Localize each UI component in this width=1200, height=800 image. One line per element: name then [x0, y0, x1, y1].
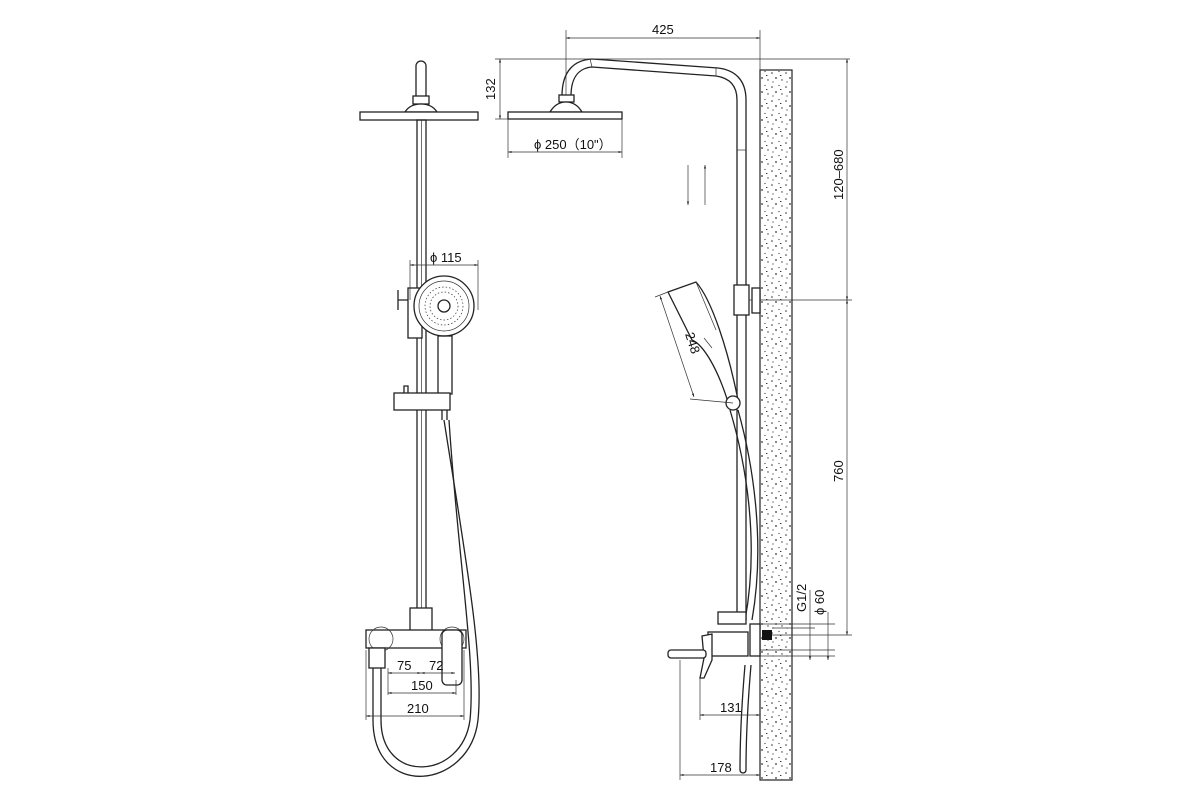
front-hand-shower-face [413, 275, 475, 337]
side-spout [667, 649, 707, 659]
dim-hand-shower-length: 248 [682, 330, 703, 355]
dim-72: 72 [429, 658, 443, 673]
wall-inlet [762, 630, 772, 640]
front-shower-arm [415, 60, 427, 98]
dim-head-diameter: ϕ 250（10"） [534, 137, 612, 152]
dim-hand-shower-diameter: ϕ 115 [430, 250, 462, 265]
front-swivel-nut [412, 95, 430, 105]
dim-adjust-range: 120–680 [831, 149, 846, 200]
front-hand-shower-handle [437, 335, 453, 395]
side-diverter [717, 611, 747, 625]
side-wall-bracket [751, 287, 761, 314]
dim-thread: G1/2 [794, 584, 809, 612]
front-hose [372, 419, 480, 777]
front-mixer-handle [441, 629, 463, 686]
front-head-hub [403, 103, 439, 113]
front-holder-knob [397, 290, 408, 310]
front-shower-head [359, 111, 479, 121]
side-view: 425 132 ϕ 250（10"） 248 120–680 760 G1/2 … [483, 22, 852, 781]
front-hose-nut [368, 647, 386, 669]
dim-75: 75 [397, 658, 411, 673]
side-hand-shower [667, 281, 739, 403]
wall-section [759, 69, 793, 781]
side-flange [749, 623, 761, 657]
side-swivel-nut [558, 94, 575, 103]
front-mixer-connector [409, 607, 433, 633]
side-shower-head [507, 111, 623, 120]
dim-flange: ϕ 60 [812, 590, 827, 615]
dim-arm-length: 425 [652, 22, 674, 37]
dim-210: 210 [407, 701, 429, 716]
side-hose-upper [729, 409, 759, 621]
dim-178: 178 [710, 760, 732, 775]
dim-131: 131 [720, 700, 742, 715]
side-mixer-body [707, 631, 749, 657]
dim-150: 150 [411, 678, 433, 693]
side-holder [733, 284, 750, 316]
front-slide-bar-holder [393, 392, 451, 411]
dim-head-height: 132 [483, 78, 498, 100]
dim-bracket-height: 760 [831, 460, 846, 482]
front-view: ϕ 115 75 72 150 210 [359, 60, 480, 777]
